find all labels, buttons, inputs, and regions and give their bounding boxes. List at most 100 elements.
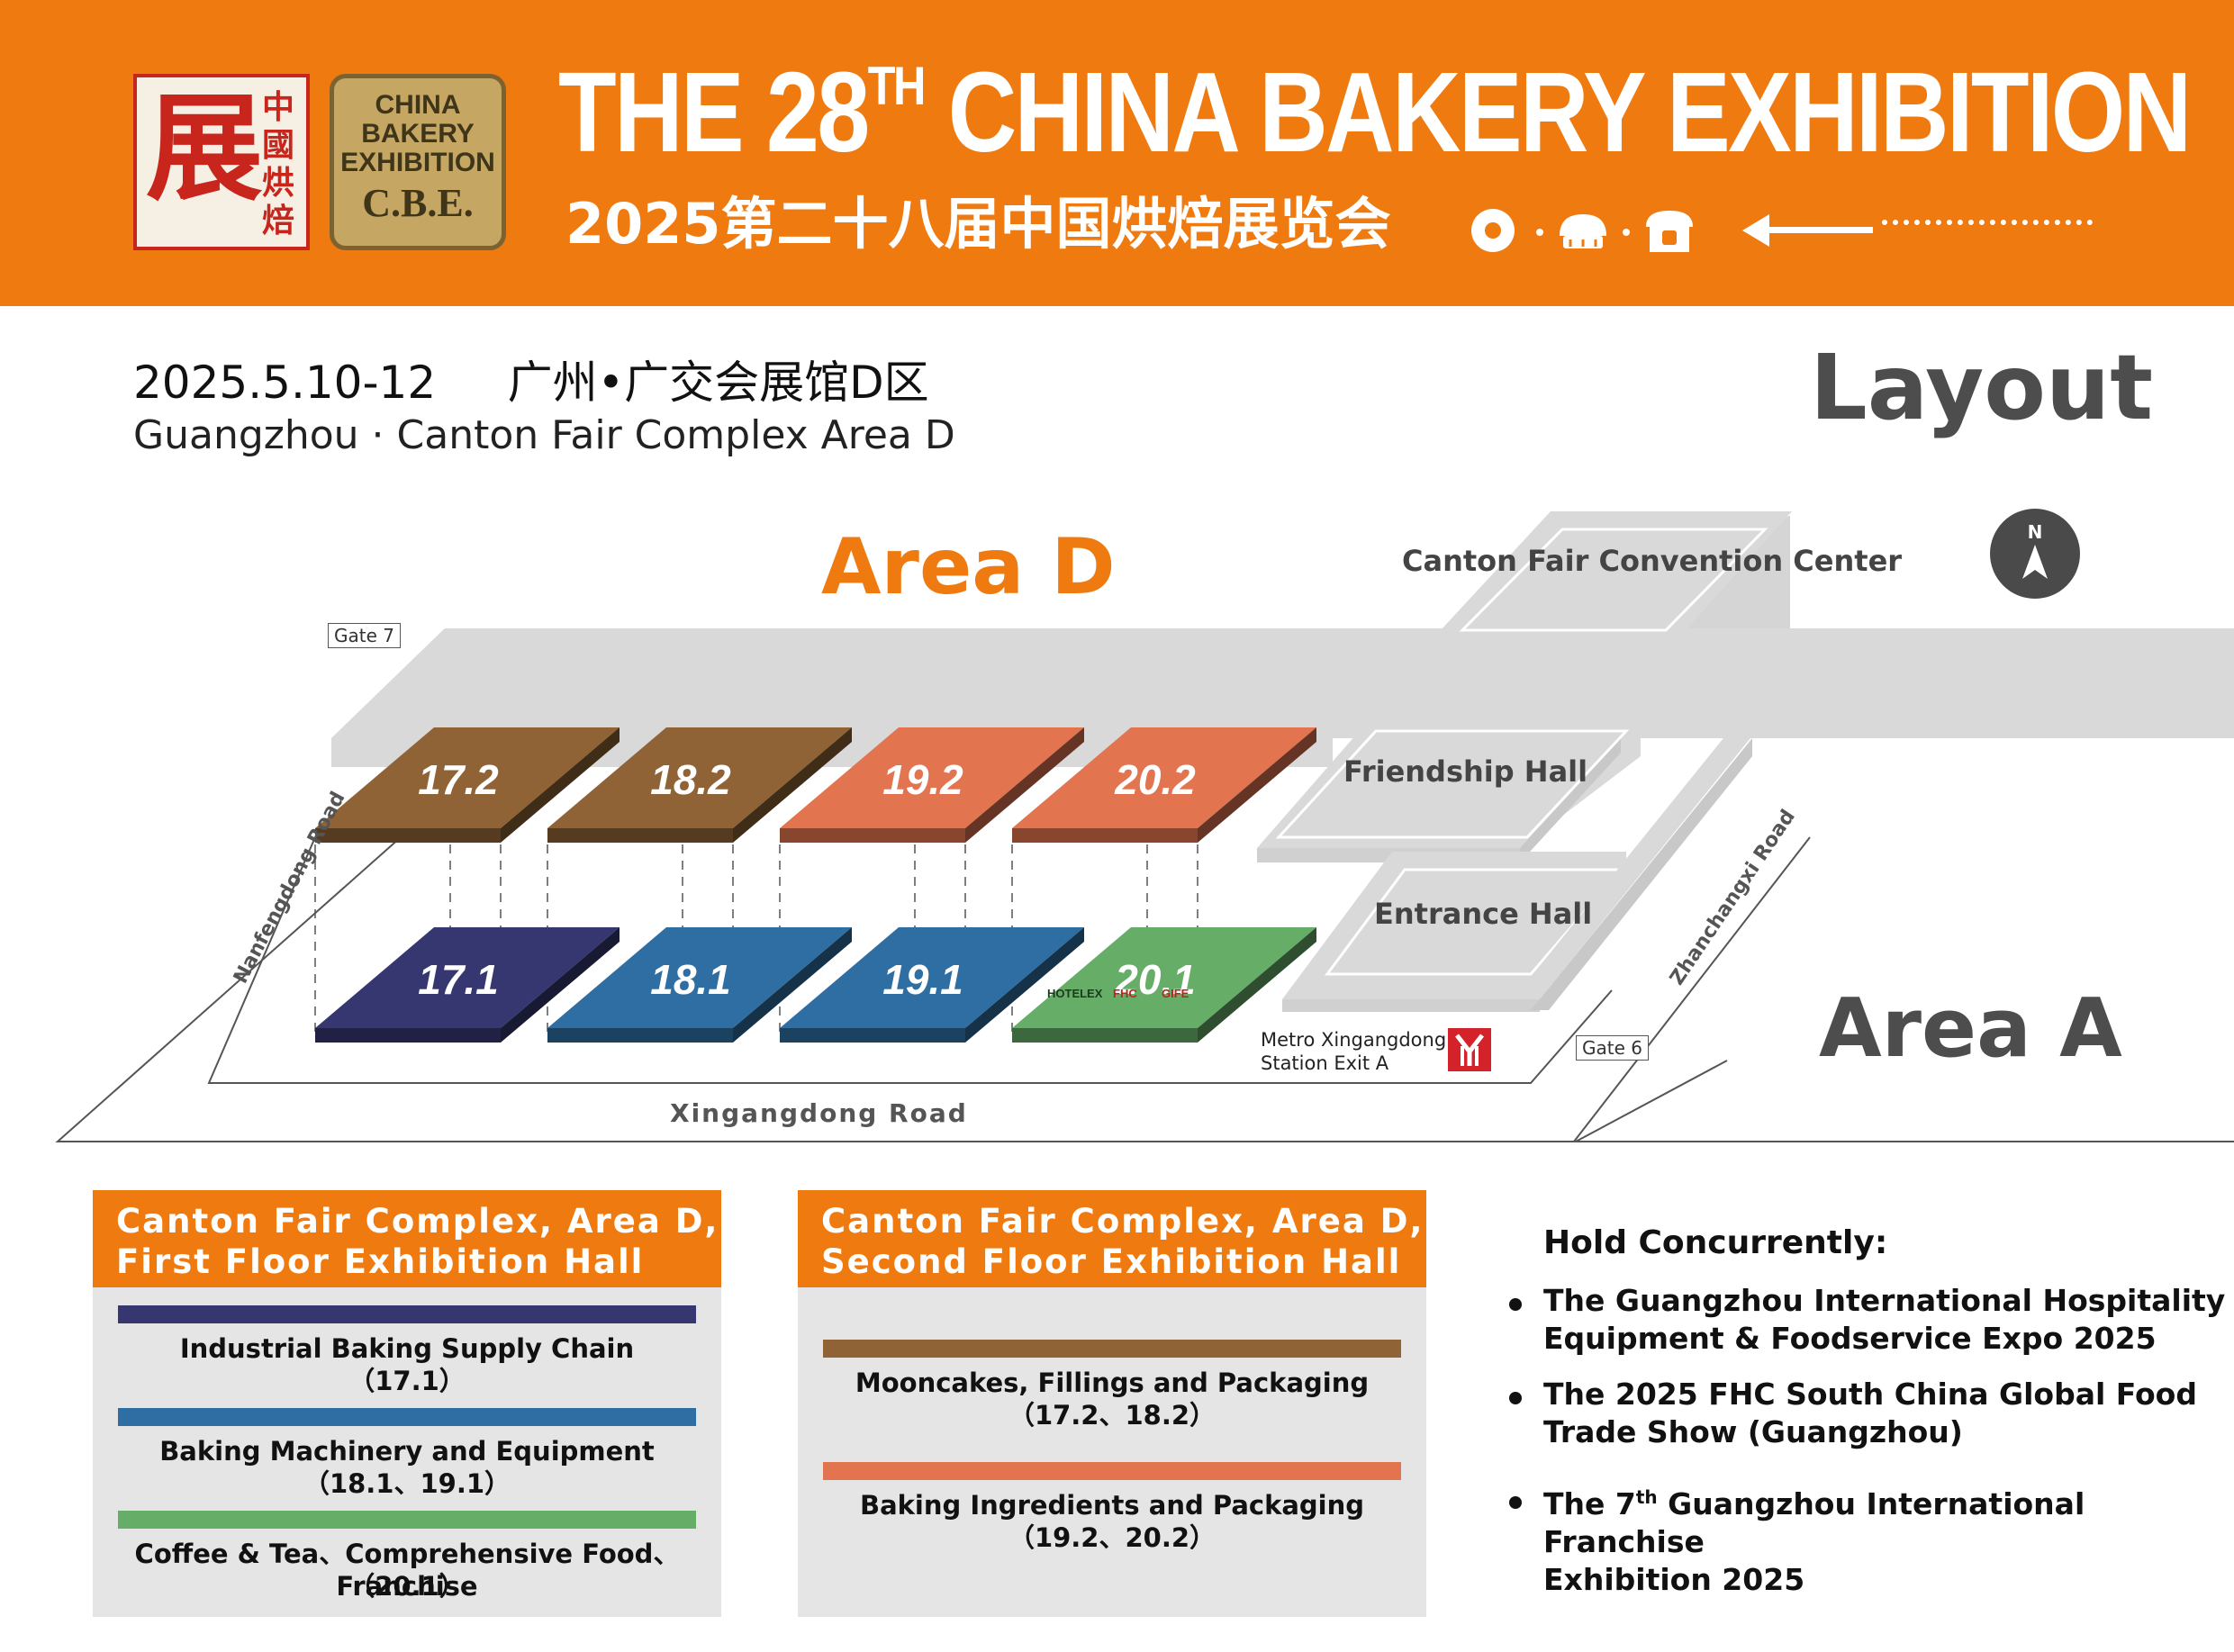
friendship-hall-side <box>1520 738 1621 862</box>
page-subtitle: 2025第二十八届中国烘焙展览会 <box>565 191 1391 257</box>
title-sup: TH <box>867 56 927 116</box>
concurrent-text: Guangzhou International Franchise <box>1543 1486 2085 1559</box>
area-a-label: Area A <box>1819 981 2122 1076</box>
hall-17.1-front <box>315 1028 501 1043</box>
hall-label: 18.1 <box>650 956 731 1003</box>
entrance-hall-label: Entrance Hall <box>1374 897 1593 931</box>
second-floor-panel: Canton Fair Complex, Area D, Second Floo… <box>798 1190 1426 1617</box>
convention-center-building <box>1441 511 1792 630</box>
first-floor-panel: Canton Fair Complex, Area D, First Floor… <box>93 1190 721 1617</box>
seal-vertical-text: 中國烘焙 <box>261 88 294 239</box>
hall-19.2-front <box>780 828 965 843</box>
corridor-edge <box>331 628 445 767</box>
hall-18.1-side <box>733 927 852 1043</box>
corridor <box>331 628 2234 738</box>
partner-logo: FHC <box>1113 987 1137 1000</box>
page-title: THE 28TH CHINA BAKERY EXHIBITION <box>558 56 2192 169</box>
layout-heading: Layout <box>1810 335 2154 440</box>
hall-19.1-side <box>965 927 1084 1043</box>
first-floor-title-line1: Canton Fair Complex, Area D, <box>116 1202 719 1241</box>
legend-item-halls: （17.2、18.2） <box>1008 1400 1216 1431</box>
north-compass-icon: N <box>1990 509 2080 599</box>
location-en: Guangzhou · Canton Fair Complex Area D <box>133 412 955 458</box>
concurrent-item-line: Exhibition 2025 <box>1543 1562 1805 1597</box>
hall-label: 19.2 <box>882 756 963 803</box>
metro-line1: Metro Xingangdong <box>1261 1029 1447 1051</box>
badge-line: EXHIBITION <box>340 148 495 177</box>
bread-icon <box>1646 211 1693 252</box>
legend-item-label: Coffee & Tea、Comprehensive Food、Franchis… <box>134 1539 680 1602</box>
concurrent-item-line: Equipment & Foodservice Expo 2025 <box>1543 1321 2157 1356</box>
metro-symbol <box>1455 1034 1484 1066</box>
friendship-hall-outline <box>1275 729 1630 839</box>
header-banner: 展 中國烘焙 CHINA BAKERY EXHIBITION C.B.E. TH… <box>0 0 2234 306</box>
concurrent-item: The 7th Guangzhou International Franchis… <box>1543 1478 2234 1599</box>
hall-label: 17.1 <box>418 956 499 1003</box>
bullet-icon <box>1509 1392 1522 1404</box>
hall-20.1-side <box>1198 927 1316 1043</box>
concurrent-heading: Hold Concurrently: <box>1543 1224 1888 1261</box>
area-d-label: Area D <box>821 522 1116 612</box>
partner-logo: GIFE <box>1162 987 1189 1000</box>
donut-icon <box>1471 209 1515 252</box>
diagonal-corridor <box>1531 738 1752 1010</box>
legend-color-bar <box>823 1340 1401 1358</box>
friendship-hall-building <box>1257 720 1641 848</box>
hall-20.2-front <box>1012 828 1198 843</box>
legend-color-bar <box>118 1305 696 1323</box>
xingangdong-road-label: Xingangdong Road <box>670 1098 968 1128</box>
title-post: CHINA BAKERY EXHIBITION <box>923 49 2192 176</box>
first-floor-title-line2: First Floor Exhibition Hall <box>116 1242 645 1281</box>
metro-line2: Station Exit A <box>1261 1052 1389 1074</box>
bakery-icons <box>1471 209 1693 252</box>
legend-item-halls: （17.1） <box>348 1366 466 1396</box>
concurrent-item-line: The Guangzhou International Hospitality <box>1543 1283 2226 1318</box>
hall-label: 19.1 <box>882 956 963 1003</box>
hall-19.1-top <box>780 927 1084 1028</box>
gate6-label: Gate 6 <box>1576 1035 1649 1061</box>
hall-label: 20.1 <box>1114 956 1196 1003</box>
bullet-icon <box>1509 1298 1522 1311</box>
legend-item-label: Baking Ingredients and Packaging <box>859 1490 1365 1521</box>
hall-18.1-front <box>547 1028 733 1043</box>
concurrent-item-line: Trade Show (Guangzhou) <box>1543 1414 1963 1449</box>
concurrent-sup: th <box>1635 1486 1658 1508</box>
hall-18.1-top <box>547 927 852 1028</box>
compass-letter: N <box>2027 521 2043 543</box>
partner-logo: HOTELEX <box>1047 987 1103 1000</box>
legend-color-bar <box>118 1408 696 1426</box>
concurrent-item-line: The 2025 FHC South China Global Food <box>1543 1377 2197 1412</box>
first-floor-panel-title: Canton Fair Complex, Area D, First Floor… <box>93 1190 721 1287</box>
legend-item-label: Industrial Baking Supply Chain <box>179 1333 635 1364</box>
hall-18.2-side <box>733 727 852 843</box>
concurrent-item: The Guangzhou International Hospitality … <box>1543 1282 2225 1358</box>
hall-20.1-front <box>1012 1028 1198 1043</box>
hall-17.2-top <box>315 727 620 828</box>
legend-item-halls: （20.1） <box>348 1571 466 1602</box>
hall-17.2-front <box>315 828 501 843</box>
hall-17.1-top <box>315 927 620 1028</box>
bun-icon <box>1560 214 1606 248</box>
second-floor-title-line1: Canton Fair Complex, Area D, <box>821 1202 1425 1241</box>
hall-19.1-front <box>780 1028 965 1043</box>
compass-arrow-icon <box>2022 545 2048 579</box>
hall-20.2-side <box>1198 727 1316 843</box>
arrow-line <box>1765 227 1873 233</box>
bullet-icon <box>1509 1496 1522 1509</box>
entrance-hall-edge <box>1282 999 1540 1012</box>
convention-center-outline <box>1459 528 1768 632</box>
hall-17.1-side <box>501 927 620 1043</box>
badge-abbrev: C.B.E. <box>362 181 474 225</box>
hall-19.2-side <box>965 727 1084 843</box>
legend-item-halls: （18.1、19.1） <box>303 1468 511 1499</box>
hall-20.2-top <box>1012 727 1316 828</box>
legend-item-label: Baking Machinery and Equipment <box>159 1436 655 1467</box>
hall-19.2-top <box>780 727 1084 828</box>
dot-separator <box>1536 229 1543 236</box>
concurrent-item: The 2025 FHC South China Global Food Tra… <box>1543 1376 2197 1451</box>
legend-item-halls: （19.2、20.2） <box>1008 1522 1216 1553</box>
legend-item-label: Mooncakes, Fillings and Packaging <box>855 1368 1370 1398</box>
friendship-hall-label: Friendship Hall <box>1343 754 1588 789</box>
